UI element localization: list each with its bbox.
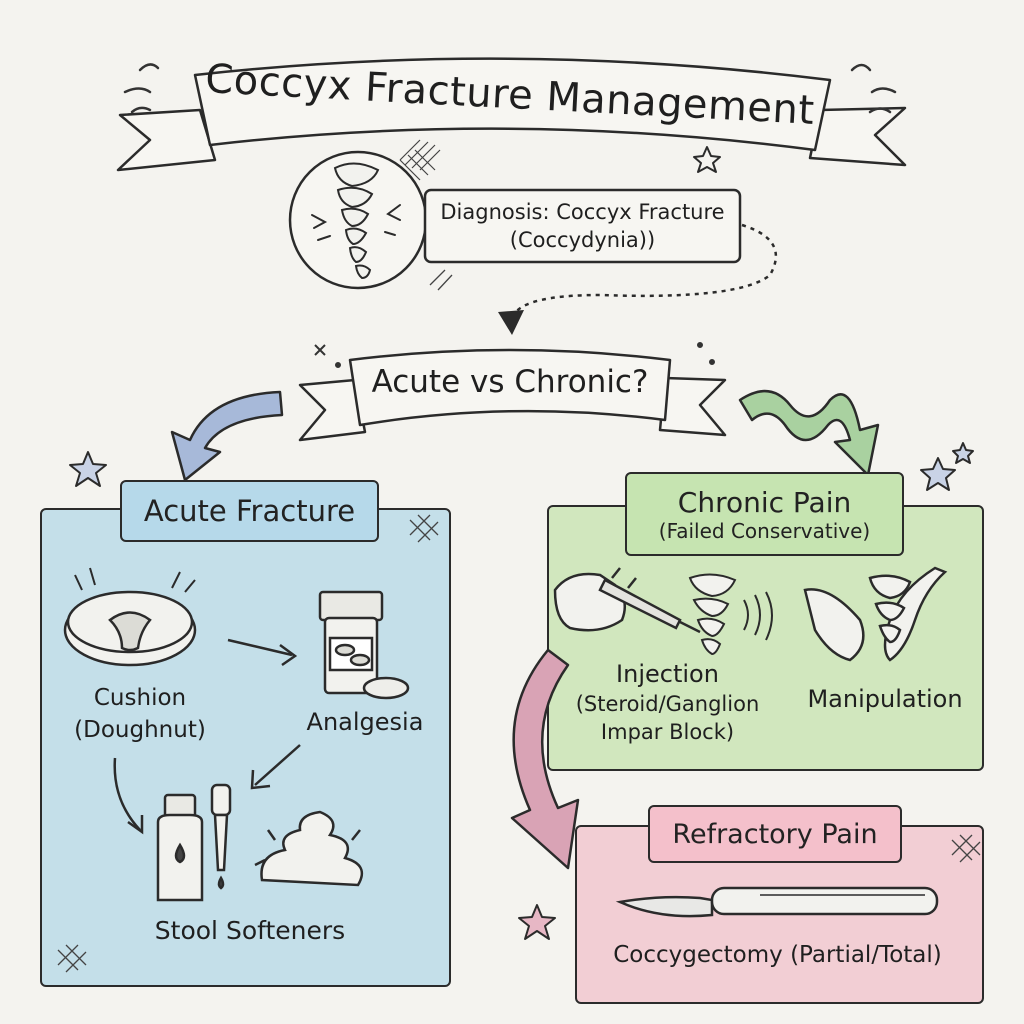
- cushion-label-line2: (Doughnut): [74, 717, 206, 743]
- manipulation-label: Manipulation: [807, 685, 963, 713]
- acute-header: Acute Fracture: [120, 480, 379, 542]
- stool-swirl-icon: [254, 810, 364, 887]
- chronic-branch-arrow: [738, 390, 880, 477]
- refractory-header: Refractory Pain: [648, 805, 902, 863]
- dropper-icon: [210, 783, 232, 890]
- coccyx-bone-icon: [688, 573, 773, 656]
- refractory-header-label: Refractory Pain: [672, 818, 878, 850]
- cushion-to-analgesia-arrow: [227, 638, 298, 667]
- diagnosis-label-line2: (Coccydynia)): [509, 228, 656, 252]
- stool-softeners-label: Stool Softeners: [154, 916, 346, 945]
- chronic-header-label-line2: (Failed Conservative): [658, 518, 871, 543]
- hatch-decoration: [57, 269, 981, 973]
- analgesia-label: Analgesia: [306, 708, 424, 736]
- chronic-header-label-line1: Chronic Pain: [677, 485, 852, 519]
- scalpel-icon: [615, 886, 939, 918]
- injection-icon: [553, 567, 701, 634]
- injection-label-line3: Impar Block): [600, 720, 735, 744]
- acute-header-label: Acute Fracture: [143, 494, 356, 528]
- splash-right-icon: [850, 63, 897, 114]
- sparkle-icon: [314, 342, 715, 368]
- acute-branch-arrow: [170, 390, 284, 482]
- cushion-label-line1: Cushion: [93, 685, 187, 711]
- injection-label-line1: Injection: [616, 660, 719, 688]
- pill-bottle-icon: [318, 590, 410, 700]
- cushion-to-stool-arrow: [113, 757, 144, 835]
- coccyx-bone-icon: [288, 150, 428, 290]
- diagnosis-to-decision-arrow: [498, 223, 778, 335]
- hatch-decoration: [399, 139, 441, 181]
- diagnosis-box: [423, 188, 742, 264]
- star-icon: [69, 146, 974, 940]
- diagnosis-label-line1: Diagnosis: Coccyx Fracture: [440, 200, 725, 224]
- manipulation-icon: [803, 566, 948, 662]
- decision-ribbon: [298, 348, 727, 442]
- splash-left-icon: [123, 63, 160, 114]
- cushion-icon: [63, 567, 197, 667]
- injection-label-line2: (Steroid/Ganglion: [575, 692, 760, 716]
- coccygectomy-label: Coccygectomy (Partial/Total): [613, 942, 942, 968]
- softener-bottle-icon: [156, 793, 204, 902]
- chronic-to-refractory-arrow: [510, 648, 580, 870]
- decision-label: Acute vs Chronic?: [371, 364, 649, 400]
- analgesia-to-stool-arrow: [250, 744, 301, 790]
- title-ribbon: [116, 57, 907, 172]
- chronic-header: Chronic Pain (Failed Conservative): [625, 472, 904, 556]
